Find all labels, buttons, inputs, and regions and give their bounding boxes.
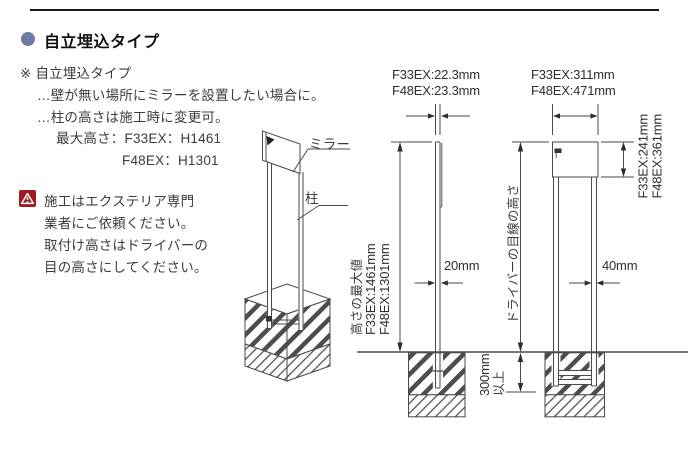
height-max-f33: F33EX:1461mm [363,243,378,335]
note-max-height: F48EX：H1301 [122,153,219,168]
side-thickness-label: F33EX:22.3mm F48EX:23.3mm [392,67,480,99]
note-heading: ※ 自立埋込タイプ [20,66,132,81]
mirror-label: ミラー [309,137,351,152]
mirror-height-f33: F33EX:241mm [635,113,651,199]
warning-text-line: 業者にご依頼ください。 [44,216,195,231]
isometric-view [243,130,350,382]
note-line: …壁が無い場所にミラーを設置したい場合に。 [37,88,325,103]
mirror-height-f48: F48EX:361mm [649,113,665,199]
note-max-height: 最大高さ：F33EX：H1461 [56,131,222,146]
height-max-title: 高さの最大値 [350,258,364,335]
mirror-height-label: F33EX:241mm F48EX:361mm [635,111,666,199]
warning-icon [19,190,36,207]
page-title: 自立埋込タイプ [44,34,160,51]
eye-height-dimension [512,141,549,352]
top-divider [30,9,659,11]
side-thickness-f33: F33EX:22.3mm [392,67,480,82]
post-width-label: 40mm [602,258,638,273]
embed-depth-label: 300mm 以上 [477,350,506,396]
warning-text-line: 取付け高さはドライバーの [44,238,209,253]
front-width-f33: F33EX:311mm [531,67,615,82]
embed-depth-value: 300mm [477,353,492,396]
side-view-diagram [391,104,470,389]
post-label: 柱 [305,191,319,206]
embed-depth-suffix: 以上 [492,370,506,396]
section-bullet-icon [21,32,35,46]
warning-text-line: 施工はエクステリア専門 [44,194,195,209]
height-max-label: 高さの最大値 F33EX:1461mm F48EX:1301mm [350,165,394,335]
front-width-label: F33EX:311mm F48EX:471mm [531,67,616,99]
embed-depth-dimension [506,352,536,393]
foundation-side-view [408,352,466,418]
note-line: …柱の高さは施工時に変更可。 [37,110,229,125]
warning-text-line: 目の高さにしてください。 [44,260,208,275]
front-view-diagram [552,104,634,387]
side-thickness-f48: F48EX:23.3mm [392,83,480,98]
eye-height-label: ドライバーの目線の高さ [506,184,521,324]
height-max-f48: F48EX:1301mm [377,243,392,335]
front-width-f48: F48EX:471mm [531,83,616,98]
foundation-front-view [544,352,605,418]
post-gap-label: 20mm [444,258,480,273]
